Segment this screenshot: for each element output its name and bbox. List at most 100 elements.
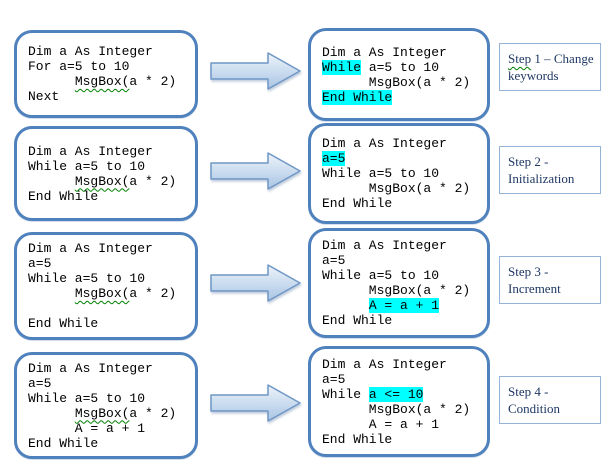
code-text: Dim a As Integer (322, 356, 447, 372)
code-line: Dim a As Integer (28, 361, 191, 376)
code-line: MsgBox(a * 2) (28, 406, 191, 421)
code-line: A = a + 1 (322, 298, 483, 313)
code-line: Dim a As Integer (322, 357, 483, 372)
step-text-segment: 1 – Change keywords (508, 51, 594, 83)
step-label-box-1: Step 1 – Change keywords (499, 43, 601, 91)
step-label-text: Step 2 - Initialization (508, 153, 596, 187)
code-text (28, 406, 75, 421)
code-text: Dim a As Integer (322, 136, 447, 151)
code-line: For a=5 to 10 (28, 59, 191, 74)
code-line: a=5 (322, 253, 483, 268)
code-text: MsgBox( (74, 173, 130, 189)
code-text: Dim a As Integer (28, 44, 153, 59)
highlighted-code: a <= 10 (368, 386, 424, 402)
code-text (28, 174, 75, 189)
code-line: MsgBox(a * 2) (28, 174, 191, 189)
code-text: MsgBox(a * 2) (322, 74, 471, 90)
code-text: MsgBox(a * 2) (322, 283, 471, 298)
right-arrow-icon (210, 152, 301, 190)
code-line: Dim a As Integer (28, 144, 191, 159)
code-text: While a=5 to 10 (28, 390, 146, 406)
highlighted-code: A = a + 1 (368, 298, 440, 313)
code-line: MsgBox(a * 2) (28, 286, 191, 301)
code-line: MsgBox(a * 2) (322, 181, 483, 196)
code-text (28, 74, 75, 89)
code-line: MsgBox(a * 2) (322, 75, 483, 90)
code-text: End While (322, 431, 393, 447)
code-line: While a=5 to 10 (322, 166, 483, 181)
step-label-text: Step 4 - Condition (508, 383, 596, 417)
right-arrow-icon (210, 384, 301, 422)
code-line: While a=5 to 10 (28, 159, 191, 174)
right-arrow-icon (210, 52, 301, 90)
code-line: Dim a As Integer (322, 238, 483, 253)
step-text-segment: Step 3 - Increment (508, 264, 561, 296)
code-line: End While (28, 316, 191, 331)
code-text: End While (28, 316, 99, 331)
code-text: a * 2) (129, 286, 177, 301)
code-text: a * 2) (129, 173, 177, 189)
step-label-box-3: Step 3 - Increment (499, 256, 601, 304)
code-text: Dim a As Integer (28, 241, 153, 256)
code-text: While (322, 386, 369, 402)
highlighted-code: While (322, 59, 362, 75)
highlighted-code: End While (322, 89, 393, 105)
code-line: a=5 (322, 151, 483, 166)
step-label-text: Step 1 – Change keywords (508, 50, 596, 84)
code-line: A = a + 1 (322, 417, 483, 432)
code-line: End While (28, 436, 191, 451)
code-text: End While (28, 435, 99, 451)
code-line: End While (322, 313, 483, 328)
code-text: Dim a As Integer (322, 44, 447, 60)
code-text: MsgBox(a * 2) (322, 401, 471, 417)
code-line: a=5 (28, 376, 191, 391)
code-text: a=5 (28, 256, 52, 271)
code-line: MsgBox(a * 2) (322, 402, 483, 417)
code-text: a=5 to 10 (361, 59, 440, 75)
step-label-text: Step 3 - Increment (508, 263, 596, 297)
code-text: a=5 (28, 375, 52, 391)
code-line: While a=5 to 10 (322, 59, 483, 75)
step-text-segment: Step 2 - Initialization (508, 154, 575, 186)
code-line: a=5 (28, 256, 191, 271)
code-line: Dim a As Integer (28, 241, 191, 256)
code-line: While a=5 to 10 (28, 271, 191, 286)
code-line: End While (322, 432, 483, 447)
code-text: MsgBox(a * 2) (322, 181, 471, 196)
step-label-box-2: Step 2 - Initialization (499, 146, 601, 194)
code-line: End While (322, 196, 483, 211)
code-text (322, 298, 369, 313)
code-line: MsgBox(a * 2) (322, 283, 483, 298)
code-text: MsgBox( (74, 74, 130, 89)
code-text: Dim a As Integer (28, 143, 153, 159)
code-text: MsgBox( (74, 405, 130, 421)
code-text: End While (322, 196, 393, 211)
code-text: MsgBox( (74, 286, 130, 301)
code-line: While a=5 to 10 (28, 391, 191, 406)
code-text: A = a + 1 (322, 416, 440, 432)
code-text: a=5 (322, 253, 346, 268)
code-text (28, 286, 75, 301)
highlighted-code: a=5 (322, 151, 346, 166)
code-line: Dim a As Integer (322, 136, 483, 151)
code-text: End While (322, 313, 393, 328)
code-line: End While (28, 189, 191, 204)
code-line: End While (322, 89, 483, 105)
code-text: A = a + 1 (28, 420, 146, 436)
code-line: While a <= 10 (322, 386, 483, 402)
code-text: Next (28, 89, 60, 104)
code-line: Next (28, 89, 191, 104)
code-text: a * 2) (129, 74, 177, 89)
code-text: Dim a As Integer (28, 360, 153, 376)
step-text-segment: Step (508, 51, 532, 66)
code-line (28, 301, 191, 316)
code-text: While a=5 to 10 (322, 268, 440, 283)
